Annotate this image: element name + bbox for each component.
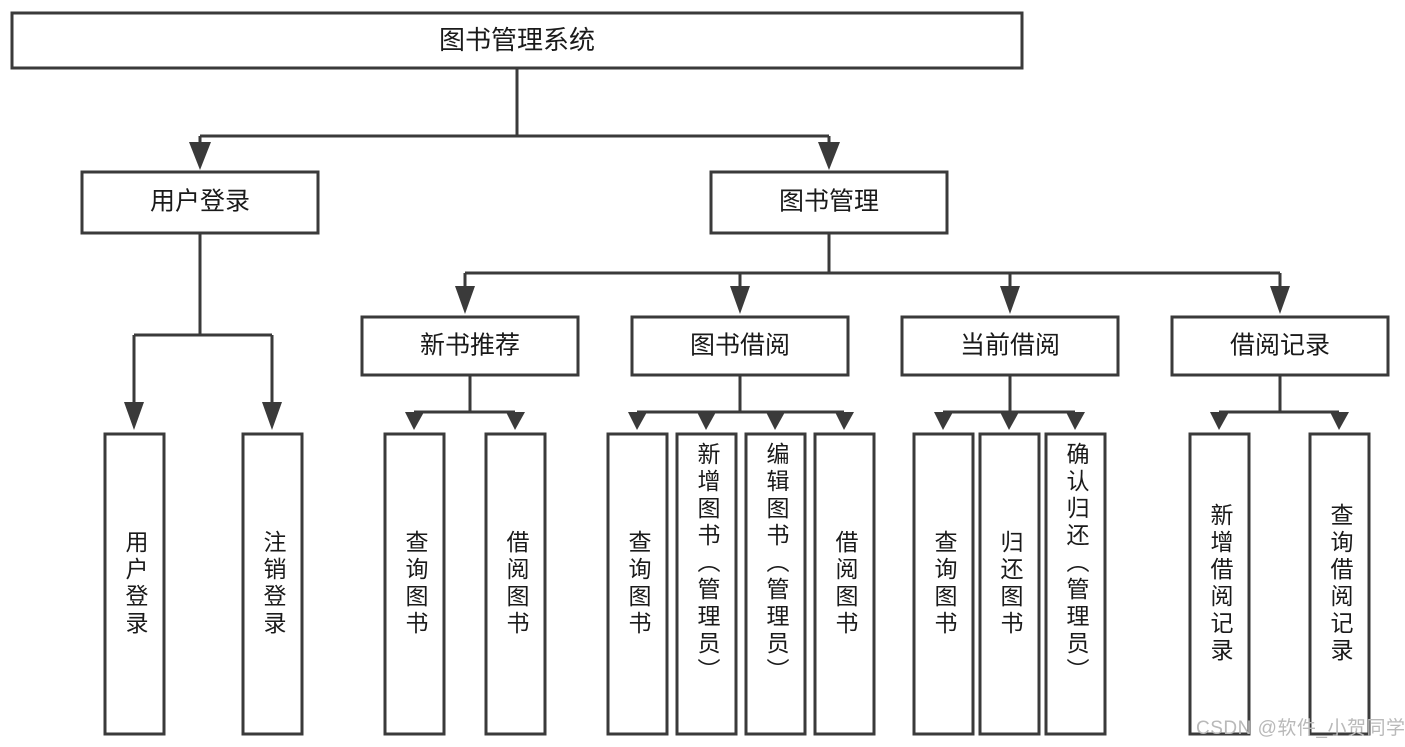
leaf-box-query-book-b[interactable] [606,432,669,736]
node-user-login[interactable]: 用户登录 [80,170,320,235]
arrow-head-leaf-user-login [124,402,144,430]
node-borrow-record-label: 借阅记录 [1230,332,1330,360]
leaf-box-edit-book[interactable] [744,432,807,736]
leaf-box-add-borrow-record[interactable] [1188,432,1251,736]
leaf-box-query-book-c[interactable] [912,432,975,736]
node-book-management-label: 图书管理 [779,188,879,216]
csdn-watermark: CSDN @软件_小贺同学 [1196,718,1405,739]
leaf-box-user-login[interactable] [103,432,166,736]
node-new-book-recommend-label: 新书推荐 [420,332,520,360]
connector-group-book-mgmt [455,233,1290,314]
arrow-head-leaf-query-record [1330,412,1349,430]
node-borrow-record-box[interactable] [1170,315,1390,377]
connector-group-user-login [124,233,282,430]
node-borrow-record[interactable]: 借阅记录 [1170,315,1390,377]
connector-group-root [189,68,840,170]
arrow-head-leaf-return-book [1000,412,1019,430]
node-book-management-box[interactable] [709,170,949,235]
connector-group-new-books [405,375,525,430]
arrow-head-current-borrow [1000,286,1020,314]
connector-group-borrow-record [1210,375,1349,430]
node-user-login-box[interactable] [80,170,320,235]
node-book-borrow-box[interactable] [630,315,850,377]
leaf-box-logout[interactable] [241,432,304,736]
connector-group-current-borrow [934,375,1085,430]
node-new-book-recommend[interactable]: 新书推荐 [360,315,580,377]
leaf-box-query-borrow-record[interactable] [1308,432,1371,736]
leaf-box-add-book[interactable] [675,432,738,736]
node-new-book-recommend-box[interactable] [360,315,580,377]
leaf-box-return-book[interactable] [978,432,1041,736]
arrow-head-leaf-add-record [1210,412,1229,430]
arrow-head-leaf-query-book-c [934,412,953,430]
leaf-box-confirm-return[interactable] [1044,432,1107,736]
arrow-head-user-login [189,142,211,170]
node-user-login-label: 用户登录 [150,188,250,216]
node-current-borrow-label: 当前借阅 [960,332,1060,360]
arrow-head-leaf-borrow-book-b [835,412,854,430]
arrow-head-leaf-logout [262,402,282,430]
node-book-management[interactable]: 图书管理 [709,170,949,235]
arrow-head-new-books [455,286,475,314]
arrow-head-leaf-edit-book [766,412,785,430]
arrow-head-leaf-confirm-return [1066,412,1085,430]
node-current-borrow-box[interactable] [900,315,1120,377]
arrow-head-book-borrow [730,286,750,314]
node-root-system-label: 图书管理系统 [439,25,595,55]
arrow-head-book-mgmt [818,142,840,170]
arrow-head-leaf-add-book [697,412,716,430]
leaf-box-borrow-book-b[interactable] [813,432,876,736]
arrow-head-leaf-query-book-a [405,412,424,430]
node-root-system[interactable]: 图书管理系统 [10,11,1024,70]
node-current-borrow[interactable]: 当前借阅 [900,315,1120,377]
arrow-head-leaf-query-book-b [628,412,647,430]
arrow-head-borrow-record [1270,286,1290,314]
leaf-box-query-book-a[interactable] [383,432,446,736]
node-book-borrow[interactable]: 图书借阅 [630,315,850,377]
connector-group-book-borrow [628,375,854,430]
node-root-system-box[interactable] [10,11,1024,70]
node-book-borrow-label: 图书借阅 [690,332,790,360]
arrow-head-leaf-borrow-book-a [506,412,525,430]
leaf-box-borrow-book-a[interactable] [484,432,547,736]
